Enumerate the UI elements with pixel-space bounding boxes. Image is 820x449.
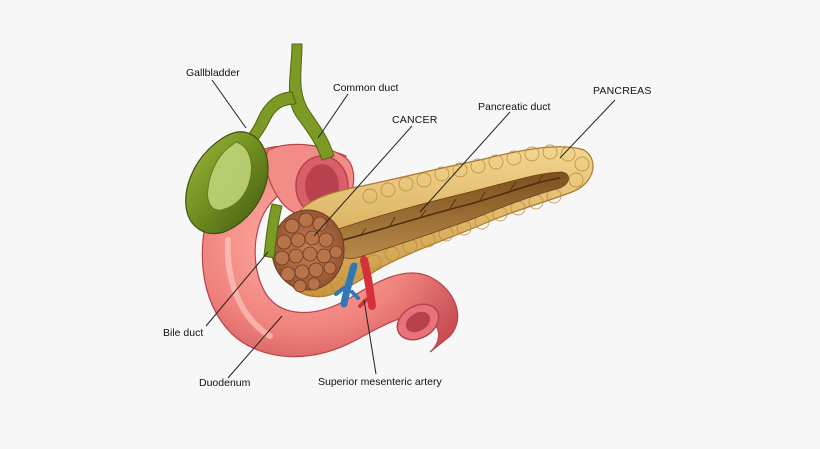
leader-pancreatic-duct [419, 111, 511, 213]
leader-bile-duct [205, 251, 269, 327]
label-pancreas: PANCREAS [593, 85, 652, 97]
leader-gallbladder [211, 79, 247, 129]
label-duodenum: Duodenum [199, 377, 251, 389]
leader-common-duct [317, 93, 349, 139]
pancreatic-duct-line [335, 177, 561, 243]
pancreatic-duct-channel [328, 171, 569, 260]
label-common-duct: Common duct [333, 82, 399, 94]
leader-artery [363, 299, 377, 375]
superior-mesenteric-vein [340, 262, 358, 308]
duodenum-shape [201, 145, 459, 358]
leader-pancreas [559, 99, 616, 159]
leader-cancer [313, 125, 413, 237]
label-superior-mesenteric-artery: Superior mesenteric artery [318, 376, 442, 388]
common-duct [288, 43, 335, 161]
pancreatic-duct-branches [359, 174, 544, 237]
artery-branch [358, 298, 368, 308]
tumor-mass [271, 209, 345, 293]
label-cancer: CANCER [392, 114, 438, 126]
leader-duodenum [227, 315, 283, 379]
gallbladder-inner [207, 141, 252, 211]
superior-mesenteric-artery [360, 256, 376, 310]
label-pancreatic-duct: Pancreatic duct [478, 101, 551, 113]
pancreas-lobules [283, 144, 590, 298]
duodenum-lumen-bottom [405, 311, 431, 333]
bile-duct [263, 203, 283, 259]
leader-lines [205, 79, 616, 379]
duodenum-highlight [224, 237, 273, 339]
vein-branches [334, 286, 360, 300]
label-gallbladder: Gallbladder [186, 67, 240, 79]
label-bile-duct: Bile duct [163, 327, 204, 339]
